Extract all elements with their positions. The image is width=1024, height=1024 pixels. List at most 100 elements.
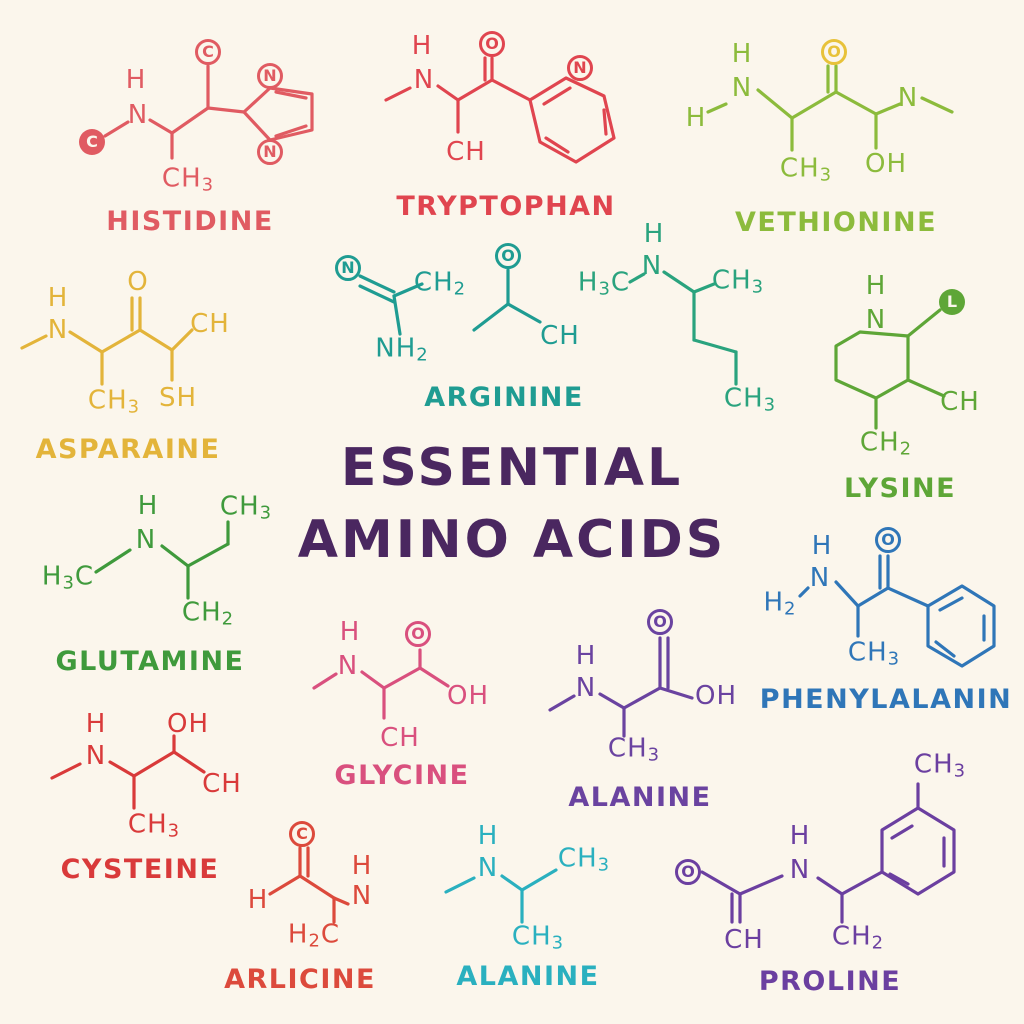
histidine-atom-n: N xyxy=(257,139,283,165)
arlicine-bond xyxy=(268,874,302,896)
histidine-atom-n: N xyxy=(257,63,283,89)
cysteine-bond xyxy=(50,762,82,780)
lysine-atom-ch: CH xyxy=(940,387,980,417)
vethionine-atom-n: N xyxy=(731,73,753,103)
vethionine-bond xyxy=(920,96,954,114)
proline-bond xyxy=(840,870,884,896)
alanine-2-atom-ch3: CH3 xyxy=(557,843,611,876)
phenylalanin-ring xyxy=(926,584,996,668)
glycine-atom-ch: CH xyxy=(380,723,420,753)
histidine-bond xyxy=(170,106,210,135)
lysine-atom-h: H xyxy=(865,271,887,301)
glycine-atom-oh: OH xyxy=(446,681,490,711)
phenylalanin-atom-h2: H2 xyxy=(763,587,797,620)
glycine-bond xyxy=(418,666,450,688)
proline-double-bond xyxy=(888,872,910,886)
glutamine-bond xyxy=(160,544,190,568)
histidine-atom-n: N xyxy=(127,100,149,130)
asparaine-bond xyxy=(20,334,48,350)
histidine-atom-c: C xyxy=(195,39,221,65)
alanine-1-bond xyxy=(622,686,662,710)
alanine-2-name: ALANINE xyxy=(456,961,600,992)
phenylalanin-atom-h: H xyxy=(811,531,833,561)
phenylalanin-double-bond xyxy=(934,640,956,658)
alanine-2-bond xyxy=(500,874,524,892)
asparaine-atom-n: N xyxy=(47,315,69,345)
glutamine-atom-h: H xyxy=(137,491,159,521)
arginine-chain-bond xyxy=(628,272,646,284)
cysteine-atom-n: N xyxy=(85,741,107,771)
vethionine-bond xyxy=(874,102,902,116)
arginine-bond xyxy=(392,294,402,336)
alanine-2-atom-n: N xyxy=(477,853,499,883)
alanine-1-atom-oh: OH xyxy=(694,681,738,711)
lysine-atom-n: N xyxy=(865,305,887,335)
cysteine-atom-ch3: CH3 xyxy=(127,809,181,842)
histidine-bond xyxy=(148,118,174,135)
arginine-chain-atom-h: H xyxy=(643,219,665,249)
asparaine-atom-h: H xyxy=(47,283,69,313)
alanine-1-atom-n: N xyxy=(575,673,597,703)
phenylalanin-bond xyxy=(798,586,810,598)
arginine-bond xyxy=(392,282,424,298)
histidine-atom-c: C xyxy=(79,129,105,155)
arginine-chain-bond xyxy=(662,270,696,294)
arlicine-atom-n: N xyxy=(351,881,373,911)
cysteine-atom-oh: OH xyxy=(166,709,210,739)
cysteine-bond xyxy=(172,750,206,774)
phenylalanin-atom-o: O xyxy=(875,527,901,553)
glutamine-atom-ch3: CH3 xyxy=(219,491,273,524)
arginine-atom-ch: CH xyxy=(540,321,580,351)
glycine-atom-h: H xyxy=(339,617,361,647)
arginine-chain-atom-h3c: H3C xyxy=(577,267,631,300)
vethionine-atom-o: O xyxy=(821,39,847,65)
asparaine-bond xyxy=(100,328,142,354)
proline-atom-ch: CH xyxy=(724,925,764,955)
phenylalanin-atom-ch3: CH3 xyxy=(847,637,901,670)
arginine-bond xyxy=(472,302,510,332)
histidine-ring xyxy=(242,86,314,142)
arginine-atom-n: N xyxy=(335,255,361,281)
asparaine-bond xyxy=(68,330,104,354)
alanine-2-atom-h: H xyxy=(477,821,499,851)
proline-bond xyxy=(816,876,844,896)
arginine-chain-bond xyxy=(692,338,738,354)
vethionine-bond xyxy=(756,88,794,120)
glutamine-bond xyxy=(186,542,230,568)
vethionine-bond xyxy=(834,90,878,116)
proline-bond xyxy=(700,870,742,896)
glutamine-atom-ch2: CH2 xyxy=(181,597,235,630)
arlicine-atom-h: H xyxy=(247,885,269,915)
vethionine-bond xyxy=(790,90,838,120)
phenylalanin-bond xyxy=(834,580,860,608)
tryptophan-atom-n: N xyxy=(567,55,593,81)
proline-ring xyxy=(880,806,956,896)
histidine-bond xyxy=(103,120,130,138)
histidine-atom-ch3: CH3 xyxy=(161,163,215,196)
vethionine-atom-h: H xyxy=(731,39,753,69)
arginine-bond xyxy=(506,302,542,324)
title-line-1: ESSENTIAL xyxy=(340,438,684,498)
vethionine-name: VETHIONINE xyxy=(734,207,938,238)
alanine-1-name: ALANINE xyxy=(568,782,712,813)
phenylalanin-double-bond xyxy=(938,596,964,612)
asparaine-name: ASPARAINE xyxy=(35,434,221,465)
vethionine-atom-h: H xyxy=(685,103,707,133)
phenylalanin-bond xyxy=(886,586,930,608)
alanine-1-atom-o: O xyxy=(647,609,673,635)
phenylalanin-bond xyxy=(856,586,890,608)
cysteine-bond xyxy=(132,750,176,778)
cysteine-bond xyxy=(108,760,136,778)
proline-double-bond xyxy=(890,824,914,840)
arginine-bond xyxy=(358,274,396,294)
arlicine-atom-c: C xyxy=(289,821,315,847)
vethionine-atom-oh: OH xyxy=(864,149,908,179)
lysine-ring xyxy=(834,330,910,400)
asparaine-atom-ch: CH xyxy=(190,309,230,339)
arlicine-atom-h: H xyxy=(351,851,373,881)
arlicine-bond xyxy=(298,874,336,900)
glutamine-name: GLUTAMINE xyxy=(55,646,245,677)
tryptophan-atom-ch: CH xyxy=(446,137,486,167)
